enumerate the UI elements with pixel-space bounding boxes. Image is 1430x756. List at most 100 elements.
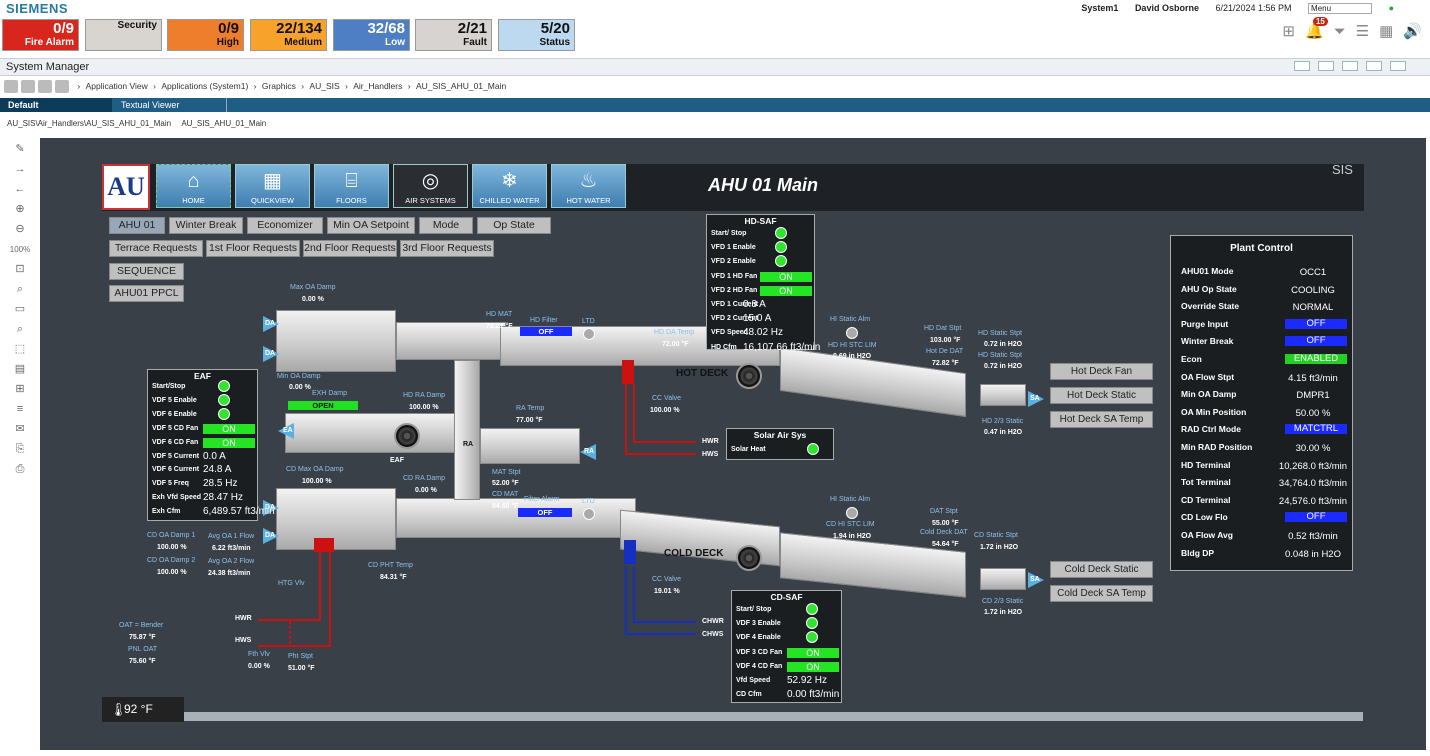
hot-deck-dat-value[interactable]: 72.82 °F: [932, 360, 959, 367]
plant-winter-break-value[interactable]: OFF: [1285, 336, 1347, 347]
alarm-box-security[interactable]: Security: [85, 19, 162, 51]
hdsaf-vfd-2-hd-fan-status[interactable]: ON: [760, 285, 812, 296]
plant-rad-ctrl-mode-value[interactable]: MATCTRL: [1285, 424, 1347, 435]
layout-4-icon[interactable]: [1366, 61, 1382, 71]
cd-static-stpt-value[interactable]: 1.72 in H2O: [980, 544, 1019, 551]
solar-heat-indicator[interactable]: [807, 443, 819, 455]
plant-override-state-value[interactable]: NORMAL: [1292, 302, 1334, 314]
breadcrumb-item[interactable]: Application View: [85, 81, 148, 91]
cd-pht-temp-value[interactable]: 84.31 °F: [380, 574, 407, 581]
hd-filter-status[interactable]: OFF: [520, 327, 572, 336]
layout-5-icon[interactable]: [1390, 61, 1406, 71]
hdsaf-vfd-1-hd-fan-status[interactable]: ON: [760, 271, 812, 282]
btn-terrace-requests[interactable]: Terrace Requests: [109, 240, 203, 257]
hd-da-temp-value[interactable]: 72.00 °F: [662, 341, 689, 348]
btn-economizer[interactable]: Economizer: [247, 217, 323, 234]
plant-cd-low-flo-value[interactable]: OFF: [1285, 512, 1347, 523]
cd-hi-stc-lim-value[interactable]: 1.94 in H2O: [833, 533, 872, 540]
arrow-right-icon[interactable]: →: [14, 163, 26, 175]
hi-static-alm2-indicator[interactable]: [846, 507, 858, 519]
zoom-out-icon[interactable]: ⊖: [15, 223, 25, 235]
btn-min-oa-setpoint[interactable]: Min OA Setpoint: [327, 217, 415, 234]
layout-3-icon[interactable]: [1342, 61, 1358, 71]
cd-23-static-value[interactable]: 1.72 in H2O: [984, 609, 1023, 616]
star-icon[interactable]: [55, 80, 69, 94]
btn-cold-deck-sa-temp[interactable]: Cold Deck SA Temp: [1050, 585, 1153, 602]
nav-chilled-water[interactable]: ❄CHILLED WATER: [472, 164, 547, 208]
home-icon[interactable]: [38, 80, 52, 94]
comment-icon[interactable]: ✉: [15, 423, 25, 435]
plant-tot-terminal-value[interactable]: 34,764.0 ft3/min: [1278, 478, 1348, 490]
eaf-vdf-6-current-value[interactable]: 24.8 A: [203, 464, 232, 476]
eaf-exh-cfm-value[interactable]: 6,489.57 ft3/min: [203, 506, 275, 518]
tab-default[interactable]: Default: [0, 98, 112, 112]
layers-icon[interactable]: ▤: [14, 363, 26, 375]
breadcrumb-item[interactable]: Graphics: [261, 81, 296, 91]
hdsaf-vfd-speed-value[interactable]: 48.02 Hz: [743, 327, 784, 339]
cdsaf-vdf-3-enable-indicator[interactable]: [806, 617, 818, 630]
hdsaf-vfd-2-current-value[interactable]: 15.0 A: [743, 313, 772, 325]
print-icon[interactable]: ⎙: [15, 463, 25, 475]
btn-2nd-floor-requests[interactable]: 2nd Floor Requests: [303, 240, 397, 257]
zoom-in-icon[interactable]: ⊕: [15, 203, 25, 215]
hdsaf-start-stop-indicator[interactable]: [775, 227, 787, 239]
btn-hot-deck-fan[interactable]: Hot Deck Fan: [1050, 363, 1153, 380]
oat-bender-value[interactable]: 75.87 °F: [129, 634, 156, 641]
search-icon[interactable]: ⌕: [16, 283, 24, 295]
frame-icon[interactable]: ▭: [14, 303, 26, 315]
exh-damp-status[interactable]: OPEN: [288, 401, 358, 410]
zoom-area-icon[interactable]: ⌕: [16, 323, 24, 335]
min-oa-damp-value[interactable]: 0.00 %: [289, 384, 311, 391]
breadcrumb-item[interactable]: Air_Handlers: [353, 81, 403, 91]
user-name[interactable]: David Osborne: [1134, 3, 1199, 13]
plant-oa-min-position-value[interactable]: 50.00 %: [1295, 407, 1331, 419]
nav-home[interactable]: ⌂HOME: [156, 164, 231, 208]
btn-hot-deck-sa-temp[interactable]: Hot Deck SA Temp: [1050, 411, 1153, 428]
select-icon[interactable]: ⬚: [14, 343, 26, 355]
btn-ahu-01[interactable]: AHU 01: [109, 217, 165, 234]
lines-icon[interactable]: ≡: [16, 403, 24, 415]
pencil-icon[interactable]: ✎: [15, 143, 25, 155]
zoom-level[interactable]: 100%: [9, 245, 31, 254]
hd-mat-value[interactable]: 72.21 °F: [486, 323, 513, 330]
eaf-vdf-6-cd-fan-status[interactable]: ON: [203, 437, 255, 448]
pht-stpt-value[interactable]: 51.00 °F: [288, 665, 315, 672]
plant-ahu-op-state-value[interactable]: COOLING: [1291, 284, 1335, 296]
forward-icon[interactable]: [21, 80, 35, 94]
list-icon[interactable]: ☰: [1355, 23, 1370, 40]
btn-1st-floor-requests[interactable]: 1st Floor Requests: [206, 240, 300, 257]
btn-op-state[interactable]: Op State: [477, 217, 551, 234]
nav-hot-water[interactable]: ♨HOT WATER: [551, 164, 626, 208]
cc-valve-cd-value[interactable]: 19.01 %: [654, 588, 680, 595]
pnl-oat-value[interactable]: 75.60 °F: [129, 658, 156, 665]
cd-mat-value[interactable]: 84.60 °F: [492, 503, 519, 510]
arrow-left-icon[interactable]: ←: [14, 183, 26, 195]
cd-max-oa-damp-value[interactable]: 100.00 %: [302, 478, 332, 485]
filter-icon[interactable]: ⏷: [1333, 22, 1346, 40]
eaf-start-stop-indicator[interactable]: [218, 380, 230, 392]
mat-stpt-value[interactable]: 52.00 °F: [492, 480, 519, 487]
menu-dropdown[interactable]: Menu: [1308, 3, 1373, 15]
cdsaf-vdf-3-cd-fan-status[interactable]: ON: [787, 647, 839, 658]
cdsaf-vdf-4-cd-fan-status[interactable]: ON: [787, 661, 839, 672]
hdsaf-vfd-1-current-value[interactable]: 0.3 A: [743, 299, 766, 310]
summary-icon[interactable]: ⊞: [1282, 23, 1295, 40]
plant-hd-terminal-value[interactable]: 10,268.0 ft3/min: [1278, 460, 1348, 472]
hd-ra-damp-value[interactable]: 100.00 %: [409, 404, 439, 411]
ltd-cd-indicator[interactable]: [583, 508, 595, 520]
eaf-vdf-5-freq-value[interactable]: 28.5 Hz: [203, 478, 238, 490]
bell-icon[interactable]: 🔔15: [1305, 17, 1328, 40]
fth-vlv-value[interactable]: 0.00 %: [248, 663, 270, 670]
breadcrumb-item[interactable]: AU_SIS_AHU_01_Main: [415, 81, 507, 91]
btn-winter-break[interactable]: Winter Break: [169, 217, 243, 234]
plant-oa-flow-avg-value[interactable]: 0.52 ft3/min: [1288, 531, 1338, 542]
breadcrumb-item[interactable]: AU_SIS: [309, 81, 340, 91]
cdsaf-vfd-speed-value[interactable]: 52.92 Hz: [787, 675, 828, 686]
plant-oa-flow-stpt-value[interactable]: 4.15 ft3/min: [1288, 372, 1338, 384]
eaf-exh-vfd-speed-value[interactable]: 28.47 Hz: [203, 492, 244, 504]
hd-static-stpt-value[interactable]: 0.72 in H2O: [984, 341, 1023, 348]
cd-oa-damp2-value[interactable]: 100.00 %: [157, 569, 187, 576]
